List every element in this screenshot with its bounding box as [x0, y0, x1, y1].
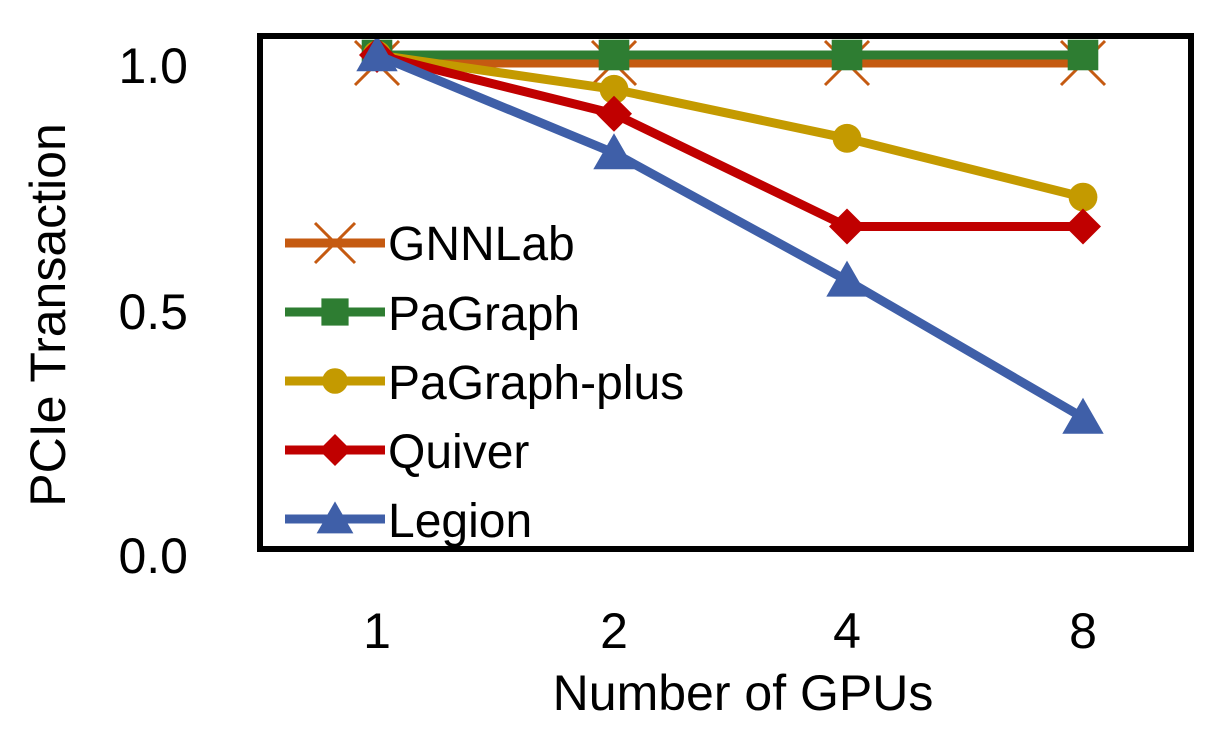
square-marker: [321, 298, 349, 326]
y-tick-label: 1.0: [118, 38, 188, 94]
legend-label: Quiver: [388, 426, 529, 479]
y-axis-label: PCIe Transaction: [20, 123, 76, 507]
series-line: [376, 50, 1085, 202]
series-layer: [353, 35, 1107, 434]
triangle-marker: [316, 501, 354, 534]
x-tick-label: 8: [1069, 603, 1097, 659]
x-marker-stroke: [313, 221, 357, 265]
triangle-marker: [593, 133, 635, 170]
triangle-marker: [826, 260, 868, 297]
legend-label: GNNLab: [388, 218, 575, 271]
triangle-marker: [1062, 397, 1104, 434]
diamond-marker: [319, 434, 351, 466]
y-tick-label: 0.5: [118, 284, 188, 340]
x-marker: [313, 221, 357, 265]
x-tick-label: 1: [363, 603, 391, 659]
circle-marker: [322, 368, 348, 394]
square-marker: [1067, 39, 1099, 71]
circle-marker: [832, 123, 862, 153]
legend: GNNLab PaGraph PaGraph-plus Quiver Legio…: [285, 218, 684, 548]
x-tick-label: 2: [600, 603, 628, 659]
legend-label: Legion: [388, 495, 532, 548]
square-marker: [831, 39, 863, 71]
circle-marker: [599, 74, 629, 104]
diamond-marker: [1065, 208, 1101, 245]
circle-marker: [1068, 182, 1098, 212]
x-tick-label: 4: [833, 603, 861, 659]
diamond-marker: [596, 95, 632, 132]
legend-label: PaGraph: [388, 288, 580, 341]
x-axis-label: Number of GPUs: [553, 665, 934, 721]
triangle-marker: [356, 35, 398, 72]
square-marker: [598, 39, 630, 71]
diamond-marker: [829, 208, 865, 245]
y-tick-label: 0.0: [118, 528, 188, 584]
series-line: [375, 50, 1083, 231]
plot-frame: [257, 33, 1194, 552]
series-line: [375, 50, 1086, 422]
legend-label: PaGraph-plus: [388, 357, 684, 410]
